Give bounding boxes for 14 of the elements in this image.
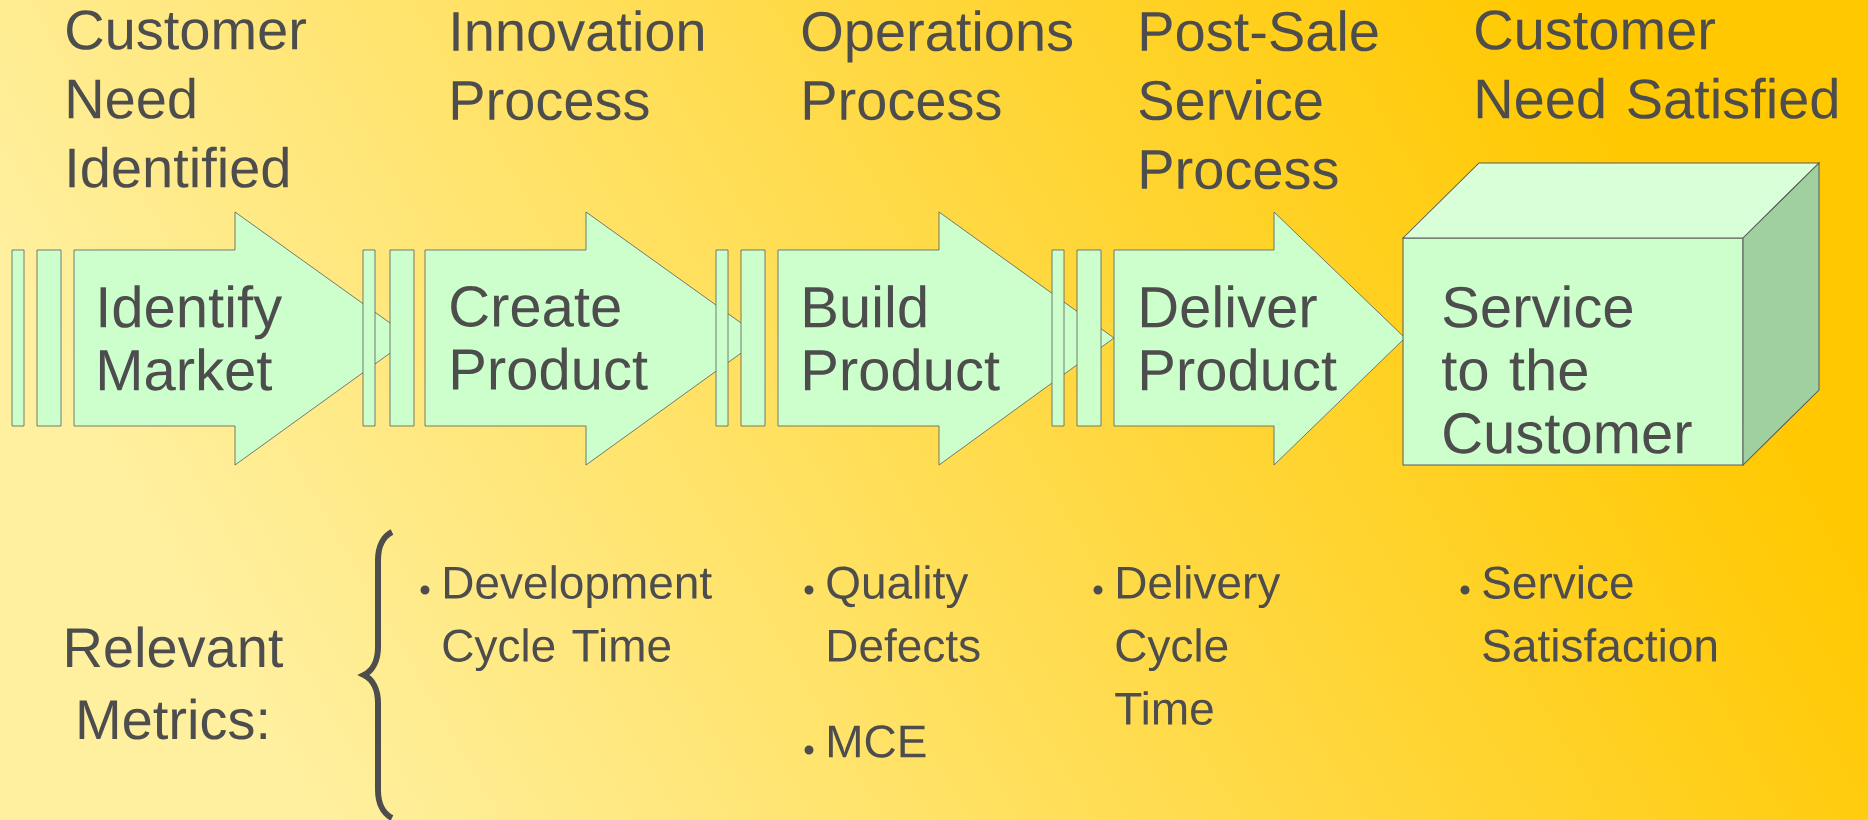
metric-text: Quality Defects (827, 565, 980, 662)
column-heading: Customer Need Identified (67, 10, 306, 188)
process-step: Deliver Product (1113, 211, 1406, 466)
process-step: Create Product (424, 211, 763, 466)
column-heading: Post-Sale Service Process (1139, 10, 1378, 190)
column-heading: Operations Process (802, 10, 1073, 121)
metric-text: Delivery Cycle Time (1115, 565, 1281, 725)
metrics-heading: Relevant Metrics: (67, 626, 284, 740)
metric-text: Service Satisfaction (1483, 565, 1716, 662)
metric-text: Development Cycle Time (443, 565, 712, 672)
column-heading: Customer Need Satisfied (1476, 10, 1837, 119)
metric-text: MCE (829, 725, 926, 758)
cube: Service to the Customer (1402, 162, 1820, 466)
column-heading: Innovation Process (452, 10, 703, 121)
